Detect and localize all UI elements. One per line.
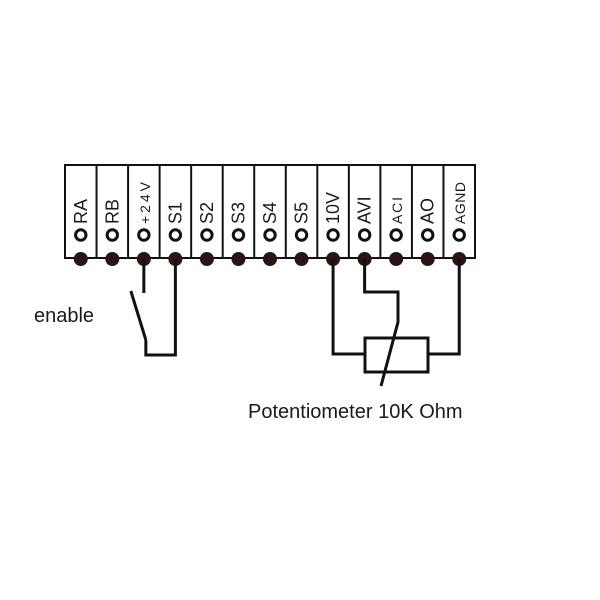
terminal-screw-icon: [168, 228, 183, 242]
terminal-label: S1: [165, 202, 185, 224]
terminal-dot[interactable]: [420, 252, 435, 266]
terminal-block-frame: [64, 164, 476, 259]
terminal-screw-icon: [389, 228, 403, 242]
terminal-screw-icon: [137, 228, 151, 242]
terminal-screw-icon: [200, 228, 214, 242]
terminal-label: ACI: [389, 197, 405, 224]
terminal-label: S5: [292, 202, 312, 224]
terminal-dot[interactable]: [294, 252, 309, 266]
terminal-label: AGND: [452, 182, 468, 224]
terminal-screw-icon: [294, 228, 309, 242]
pot-wire-10v: [331, 259, 365, 356]
terminal-label: RA: [71, 199, 91, 224]
terminal-label: S3: [228, 202, 248, 224]
terminal-dot[interactable]: [263, 252, 277, 266]
potentiometer-body: [363, 336, 430, 374]
terminal-label: RB: [102, 199, 122, 224]
terminal-screw-icon: [263, 228, 277, 242]
terminal-screw-icon: [74, 228, 88, 242]
terminal-dot[interactable]: [105, 252, 120, 266]
terminal-screw-icon: [231, 228, 246, 242]
terminal-label: S4: [260, 202, 280, 224]
terminal-label: +24V: [137, 181, 153, 224]
terminal-dot[interactable]: [231, 252, 246, 266]
terminal-screw-icon: [452, 228, 466, 242]
switch-blade: [129, 290, 148, 341]
terminal-screw-icon: [105, 228, 120, 242]
pot-wire-agnd: [428, 259, 461, 356]
switch-label: enable: [34, 305, 94, 327]
terminal-dot[interactable]: [199, 252, 214, 266]
potentiometer-wiper: [363, 259, 400, 387]
terminal-label: AVI: [355, 196, 375, 224]
terminal-screw-icon: [326, 228, 340, 242]
terminal-label: S2: [197, 202, 217, 224]
enable-switch: enable: [34, 259, 177, 357]
potentiometer: Potentiometer 10K Ohm: [248, 259, 463, 423]
terminal-label: AO: [418, 198, 438, 224]
switch-wire-s1: [144, 259, 177, 357]
terminal-block: RA RB +24V S1 S2 S3 S4 S5 10V AVI ACI AO AGND: [64, 164, 476, 266]
terminal-dot[interactable]: [73, 252, 88, 266]
terminal-label: 10V: [323, 192, 343, 224]
terminal-screw-icon: [357, 228, 372, 242]
terminal-dot[interactable]: [389, 252, 404, 266]
potentiometer-label: Potentiometer 10K Ohm: [248, 401, 463, 423]
terminal-screw-icon: [420, 228, 435, 242]
